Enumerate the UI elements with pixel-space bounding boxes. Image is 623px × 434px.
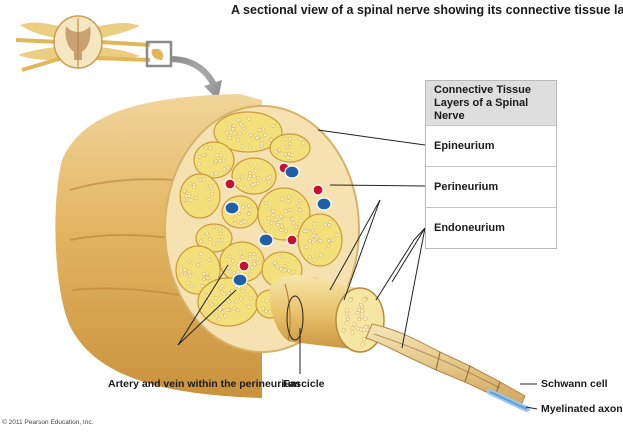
vein-vessel: [258, 233, 274, 247]
legend-box: Connective Tissue Layers of a Spinal Ner…: [425, 80, 557, 249]
fascicle: [197, 277, 259, 327]
leader-lines: [177, 129, 538, 410]
vein-vessel: [284, 165, 300, 179]
axon-dot: [357, 317, 362, 322]
vein-vessel: [224, 201, 240, 215]
myelinated-fiber: [365, 323, 530, 412]
fascicle: [175, 245, 221, 295]
artery-vessel: [224, 178, 236, 190]
axon-dot: [344, 308, 349, 313]
axon-dot: [358, 302, 363, 307]
axon-dot: [348, 298, 353, 303]
artery-vessel: [312, 184, 324, 196]
diagram-title: A sectional view of a spinal nerve showi…: [231, 3, 623, 17]
axon-dot: [360, 312, 365, 317]
spinal-cord-inset: [15, 15, 173, 72]
axon-dot: [361, 327, 367, 332]
axon-dot: [363, 316, 368, 321]
axon-dot: [362, 297, 367, 302]
legend-item-perineurium: Perineurium: [426, 166, 556, 207]
fascicle: [195, 223, 233, 253]
fascicle: [213, 111, 283, 153]
label-artery-vein: Artery and vein within the perineurium: [108, 378, 300, 390]
label-fascicle: Fascicle: [283, 378, 325, 390]
fascicle: [179, 173, 221, 219]
legend-item-endoneurium: Endoneurium: [426, 207, 556, 248]
artery-vessel: [286, 234, 298, 246]
copyright-notice: © 2011 Pearson Education, Inc.: [2, 419, 94, 426]
blood-vessels: [224, 162, 332, 287]
axon-dot: [344, 321, 349, 326]
axon-dot: [345, 311, 350, 316]
axon-dot: [350, 325, 355, 330]
axon-dot: [355, 310, 360, 315]
axon-dot: [341, 328, 346, 333]
axon-dot: [360, 342, 365, 347]
axon-dot: [356, 326, 361, 331]
zoom-arrow: [170, 56, 222, 100]
fascicle: [269, 133, 311, 163]
axon-dot: [352, 322, 357, 327]
legend-heading: Connective Tissue Layers of a Spinal Ner…: [426, 81, 556, 125]
legend-item-epineurium: Epineurium: [426, 125, 556, 166]
axon-dot: [350, 330, 355, 335]
fascicle: [257, 187, 311, 241]
axon-dot: [357, 307, 362, 312]
artery-vessel: [238, 260, 250, 272]
vein-vessel: [316, 197, 332, 211]
label-myelinated-axon: Myelinated axon: [541, 403, 623, 415]
axon-dot: [362, 337, 367, 342]
fascicle: [193, 141, 235, 179]
vein-vessel: [232, 273, 248, 287]
fascicle: [231, 157, 277, 195]
axon-dot: [345, 316, 351, 322]
fascicle: [297, 213, 343, 267]
label-schwann-cell: Schwann cell: [541, 378, 608, 390]
